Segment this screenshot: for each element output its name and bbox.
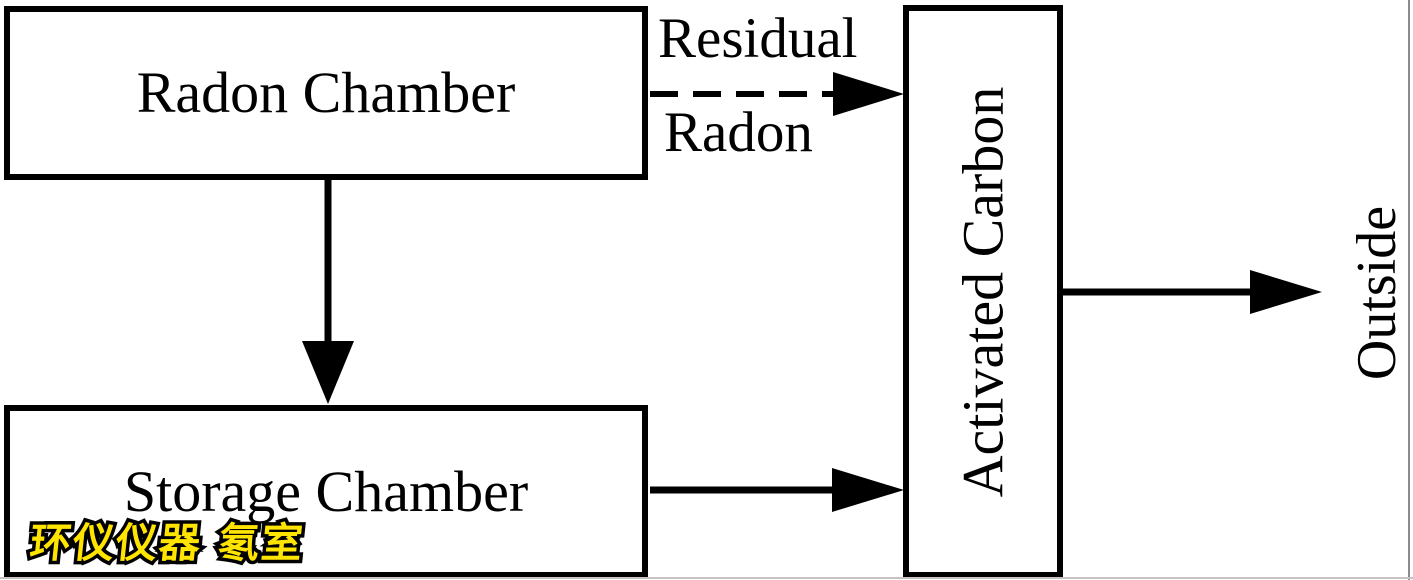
residual-edge-label-line1: Residual <box>658 7 858 70</box>
node-storage-chamber: Storage Chamber <box>4 405 648 578</box>
outside-label: Outside <box>1346 205 1408 381</box>
frame-bottom-rule <box>0 577 1413 579</box>
frame-right-rule <box>1408 0 1410 580</box>
residual-edge-label-line2: Radon <box>664 101 813 164</box>
node-radon-chamber: Radon Chamber <box>4 6 648 180</box>
arrow-carbon-to-outside <box>1061 270 1322 314</box>
watermark-text: 环仪仪器 氡室 <box>27 519 307 567</box>
node-activated-carbon: Activated Carbon <box>903 5 1063 578</box>
radon-chamber-label: Radon Chamber <box>136 60 516 125</box>
arrow-residual-radon <box>650 72 904 116</box>
arrow-storage-to-carbon <box>650 468 904 512</box>
arrow-radon-to-storage <box>302 177 354 404</box>
storage-chamber-label: Storage Chamber <box>123 458 529 524</box>
watermark: 环仪仪器 氡室 环仪仪器 氡室 <box>24 516 310 571</box>
